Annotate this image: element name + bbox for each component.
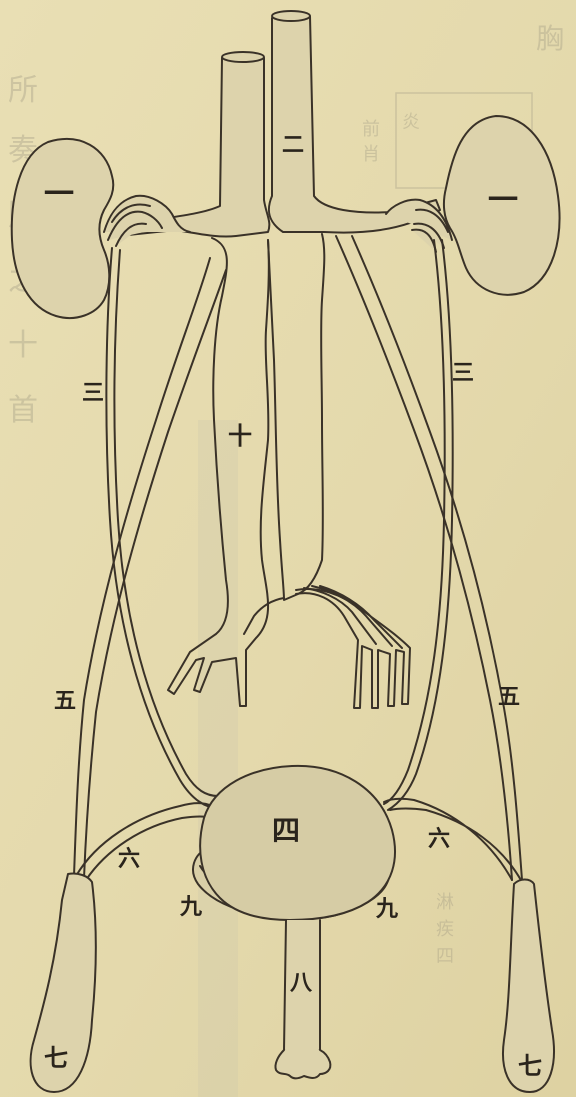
label-vena-cava: 十 xyxy=(228,421,252,450)
urethra-opening xyxy=(275,1050,330,1078)
ghost-char: 疾 xyxy=(436,919,454,940)
label-vas-deferens-left: 五 xyxy=(54,688,76,714)
ghost-char: 首 xyxy=(8,393,38,428)
label-prostate-right: 九 xyxy=(375,896,398,922)
label-kidney-right: 一 xyxy=(488,183,518,218)
label-testis-right: 七 xyxy=(518,1051,542,1080)
ghost-char: 炎 xyxy=(402,112,420,133)
label-ejaculatory-duct-left: 六 xyxy=(118,846,140,872)
ghost-char: 淋 xyxy=(436,892,454,913)
label-ureter-left: 三 xyxy=(82,380,104,406)
ghost-char: 四 xyxy=(436,946,454,967)
label-vas-deferens-right: 五 xyxy=(498,684,520,710)
label-urethra: 八 xyxy=(290,970,313,996)
ghost-char: 肖 xyxy=(362,144,380,165)
kidney-left xyxy=(12,139,114,318)
label-ureter-right: 三 xyxy=(452,360,474,386)
aorta-opening xyxy=(272,11,310,21)
ghost-char: 前 xyxy=(362,119,380,140)
vena-cava-opening xyxy=(222,52,264,62)
ghost-char: 胸 xyxy=(536,22,564,55)
paper-shadow xyxy=(198,420,238,1097)
label-testis-left: 七 xyxy=(44,1043,68,1072)
label-bladder: 四 xyxy=(272,814,300,847)
label-ejaculatory-duct-right: 六 xyxy=(428,826,450,852)
label-kidney-left: 一 xyxy=(44,177,74,212)
ghost-char: 所 xyxy=(8,73,38,108)
label-aorta: 二 xyxy=(282,132,304,158)
ghost-char: 十 xyxy=(8,328,38,363)
label-prostate-left: 九 xyxy=(179,894,202,920)
